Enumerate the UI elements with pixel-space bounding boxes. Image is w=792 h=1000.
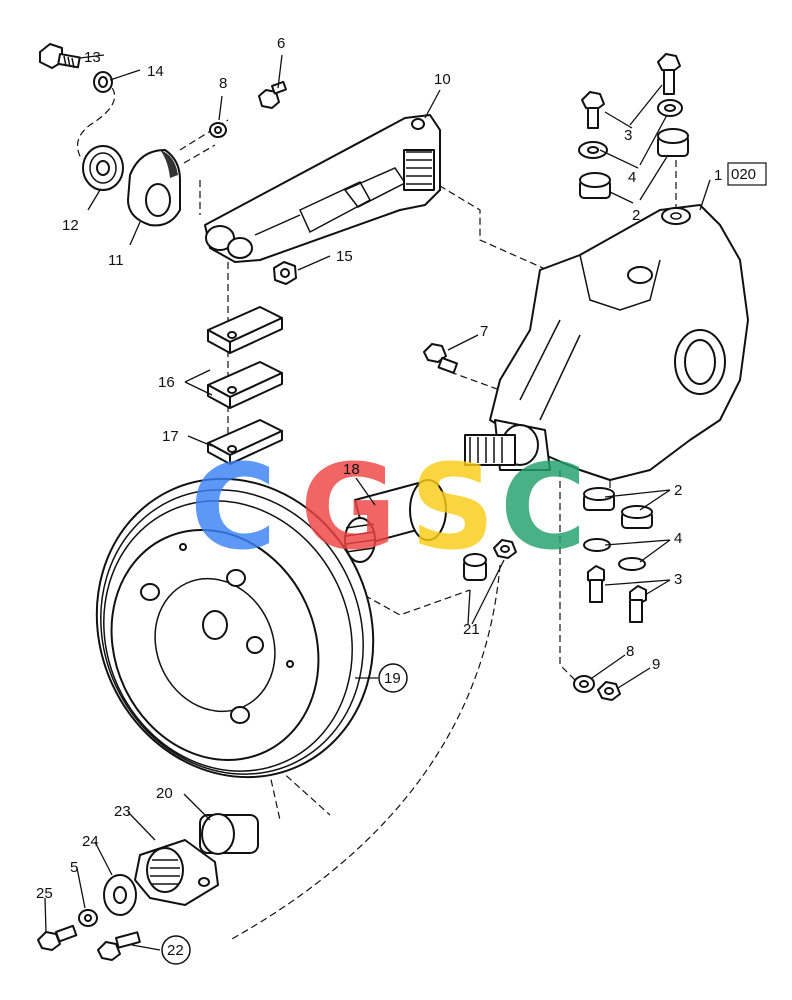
callout-20: 20 [156,785,173,802]
reference-box: 020 [727,162,767,186]
watermark-letter-g: G [300,438,397,576]
shims-16 [207,306,283,409]
callout-18: 18 [343,461,360,478]
callout-2-top: 2 [632,207,640,224]
watermark: C G S C [190,438,587,576]
callout-3-top: 3 [624,127,632,144]
washer-24 [103,874,137,916]
washer-8-top [209,122,227,138]
callout-8-bottom: 8 [626,643,634,660]
bolt-13 [39,43,81,69]
callout-3-bottom: 3 [674,571,682,588]
callout-24: 24 [82,833,99,850]
arm-10 [204,114,441,263]
sprocket-18 [344,479,447,563]
callout-10: 10 [434,71,451,88]
callout-12: 12 [62,217,79,234]
callout-22: 22 [167,942,184,959]
callout-15: 15 [336,248,353,265]
callout-6: 6 [277,35,285,52]
reference-box-label: 020 [731,166,756,183]
callout-7: 7 [480,323,488,340]
callout-21: 21 [463,621,480,638]
callout-25: 25 [36,885,53,902]
bearing-12 [82,145,124,191]
watermark-letter-s: S [410,438,495,576]
callout-numbers: 13 14 6 8 10 3 4 2 1 12 11 15 7 16 17 18… [36,35,722,959]
callout-17: 17 [162,428,179,445]
callout-4-bottom: 4 [674,530,682,547]
callout-1: 1 [714,167,722,184]
watermark-letter-c2: C [500,438,587,576]
callout-14: 14 [147,63,164,80]
watermark-letter-c1: C [190,438,277,576]
bushing-21 [463,539,517,581]
gearbox-housing-1 [464,204,749,481]
callout-23: 23 [114,803,131,820]
bolt-6 [258,80,288,109]
bracket-11 [127,149,181,227]
washer-14 [93,71,113,93]
callout-9: 9 [652,656,660,673]
bolt-22 [97,931,141,961]
washer-5 [78,909,98,927]
washer-nut-8-9 [573,675,621,701]
nut-15 [273,261,297,285]
flange-23 [134,839,219,906]
callout-19-circle [378,663,408,693]
hardware-top-right [578,53,689,199]
shim-17 [207,419,283,465]
callout-11: 11 [108,252,124,269]
sleeve-20 [199,813,259,855]
callout-5: 5 [70,859,78,876]
hardware-bottom-right [583,487,653,623]
callout-22-circle [161,935,191,965]
callout-2-bottom: 2 [674,482,682,499]
callout-13: 13 [84,49,101,66]
callout-8-top: 8 [219,75,227,92]
callout-19: 19 [384,670,401,687]
bolt-25 [37,924,78,951]
callout-4-top: 4 [628,169,636,186]
leader-lines [44,54,711,951]
callout-16: 16 [158,374,175,391]
pulley-19 [95,477,375,779]
bolt-7 [423,343,459,374]
